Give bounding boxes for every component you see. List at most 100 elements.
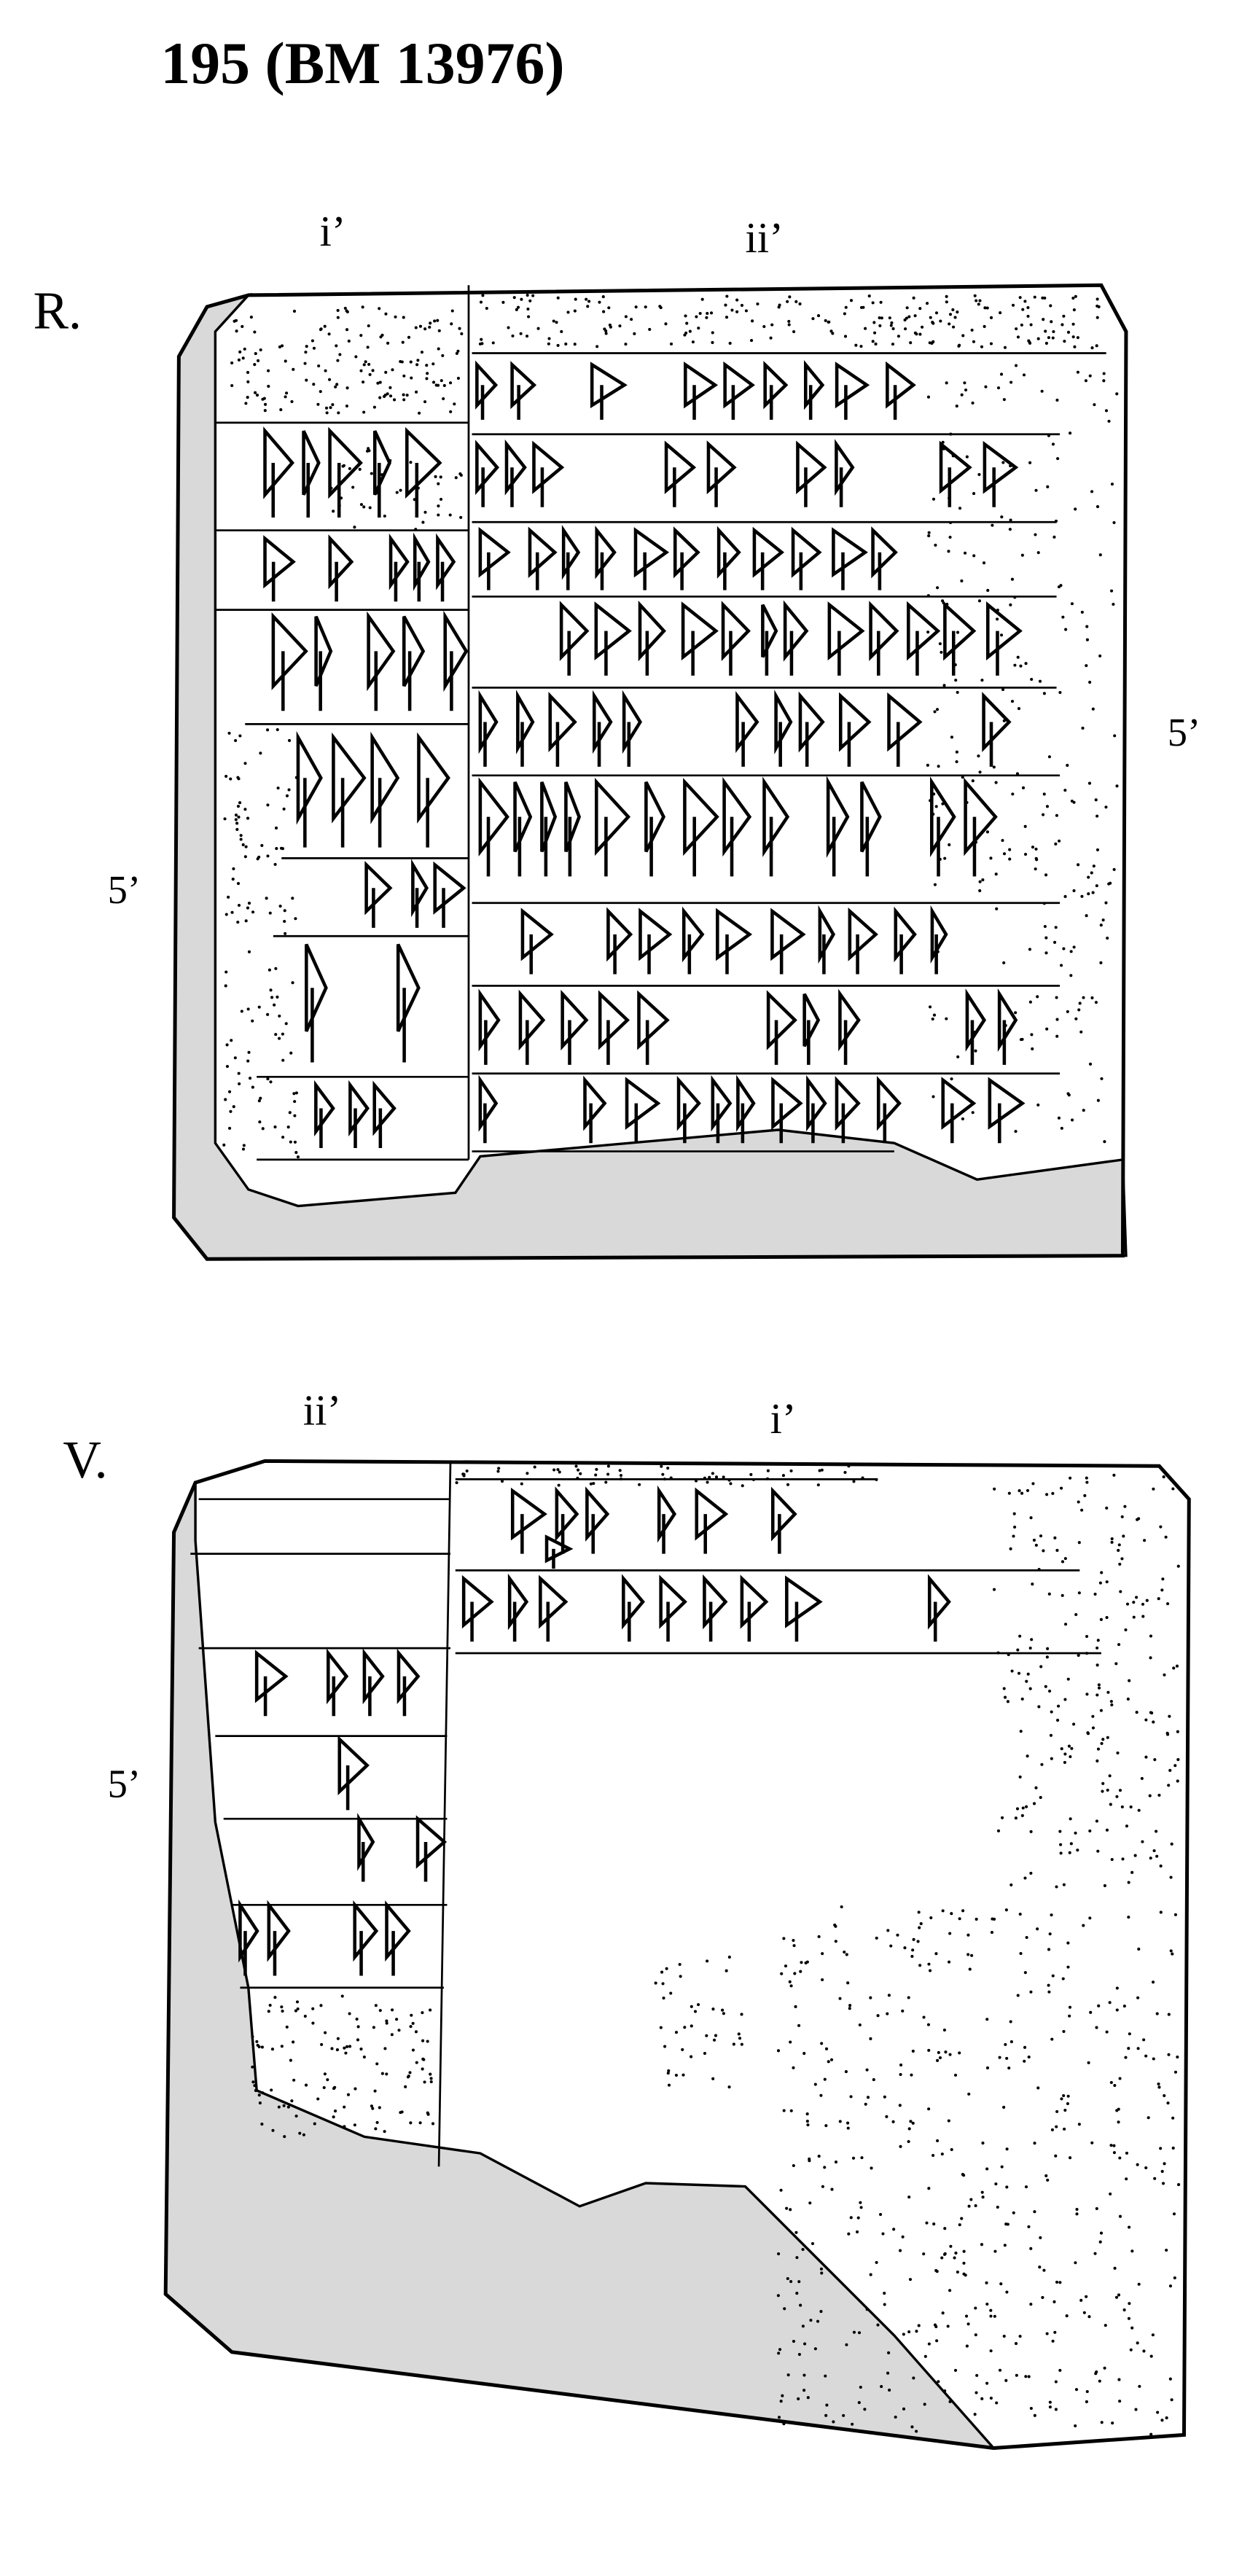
stipple-dot [926,763,929,767]
stipple-dot [1048,2400,1052,2404]
stipple-dot [432,380,436,384]
stipple-dot [1061,1560,1065,1564]
stipple-dot [1069,974,1073,977]
stipple-dot [1110,1540,1114,1544]
stipple-dot [1030,1638,1034,1642]
stipple-dot [859,2206,863,2209]
stipple-dot [294,2115,298,2118]
stipple-dot [907,2196,911,2199]
stipple-dot [1069,950,1073,953]
stipple-dot [258,1120,262,1124]
cuneiform-wedge [267,1900,291,1976]
stipple-dot [1144,1755,1148,1759]
stipple-dot [227,731,231,735]
stipple-dot [909,2120,913,2123]
stipple-dot [1074,1831,1077,1835]
stipple-dot [1104,901,1108,905]
stipple-dot [1118,2156,1122,2160]
cuneiform-wedge [362,1648,385,1717]
stipple-dot [1127,2317,1130,2320]
stipple-dot [276,995,279,999]
cuneiform-wedge [314,1080,335,1149]
stipple-dot [1165,2248,1168,2252]
stipple-dot [383,2130,386,2134]
stipple-dot [1130,1870,1134,1874]
stipple-dot [908,2278,913,2282]
stipple-dot [367,324,370,328]
stipple-dot [879,300,883,304]
stipple-dot [1042,813,1045,816]
stipple-dot [789,1469,793,1472]
stipple-dot [714,1475,719,1479]
stipple-dot [1020,1491,1024,1495]
stipple-dot [310,339,314,343]
cuneiform-wedge [818,905,836,975]
stipple-dot [1076,370,1079,374]
stipple-dot [366,346,370,349]
stipple-dot [330,2047,334,2050]
stipple-dot [1110,1703,1114,1706]
cuneiform-wedge [263,535,296,602]
stipple-dot [996,1829,1001,1833]
stipple-dot [267,2010,270,2013]
stipple-dot [787,323,791,327]
stipple-dot [1029,323,1033,327]
stipple-dot [1130,2249,1134,2253]
stipple-dot [985,830,990,834]
stipple-dot [1061,1593,1064,1597]
stipple-dot [294,2009,297,2013]
stipple-dot [1041,296,1044,300]
stipple-dot [932,497,936,501]
obverse-stippling [222,294,1119,1159]
stipple-dot [579,1472,582,1475]
stipple-dot [1043,924,1047,929]
stipple-dot [404,2085,407,2088]
stipple-dot [1030,677,1034,682]
stipple-dot [843,1950,846,1954]
stipple-dot [1033,2210,1036,2214]
cuneiform-wedge [417,732,450,848]
stipple-dot [974,2306,977,2310]
cuneiform-wedge [673,526,700,590]
stipple-dot [1032,1538,1036,1542]
stipple-dot [322,2085,326,2090]
stipple-dot [1155,1854,1159,1858]
stipple-dot [380,2072,384,2075]
stipple-dot [1050,1710,1053,1714]
stipple-dot [266,1077,270,1081]
cuneiform-wedge [876,1075,902,1144]
cuneiform-wedge [803,360,825,420]
stipple-dot [426,2111,429,2115]
stipple-dot [1028,341,1032,345]
cuneiform-wedge [826,776,850,877]
stipple-dot [705,2034,708,2037]
cuneiform-wedge [348,1080,370,1149]
stipple-dot [915,332,918,336]
stipple-dot [803,2342,807,2346]
stipple-dot [1086,1731,1090,1735]
cuneiform-wedge [238,1899,259,1976]
stipple-dot [1056,1718,1060,1722]
cuneiform-wedge [939,440,972,507]
stipple-dot [589,1482,593,1486]
cuneiform-wedge [305,943,328,1063]
stipple-dot [1042,318,1045,321]
stipple-dot [313,2122,316,2126]
stipple-dot [789,2109,793,2112]
cuneiform-wedge [887,692,923,767]
stipple-dot [1173,1764,1177,1768]
stipple-dot [691,340,695,344]
cuneiform-wedge [411,859,429,928]
stipple-dot [587,300,591,303]
cuneiform-wedge [740,1574,769,1642]
stipple-dot [679,1975,682,1978]
stipple-dot [1099,1709,1103,1712]
cuneiform-wedge [798,691,825,767]
stipple-dot [967,2092,971,2096]
stipple-dot [866,2096,870,2099]
stipple-dot [749,1472,753,1476]
stipple-dot [1026,305,1030,310]
stipple-dot [246,396,249,399]
stipple-dot [999,633,1004,637]
stipple-dot [1051,1491,1055,1495]
